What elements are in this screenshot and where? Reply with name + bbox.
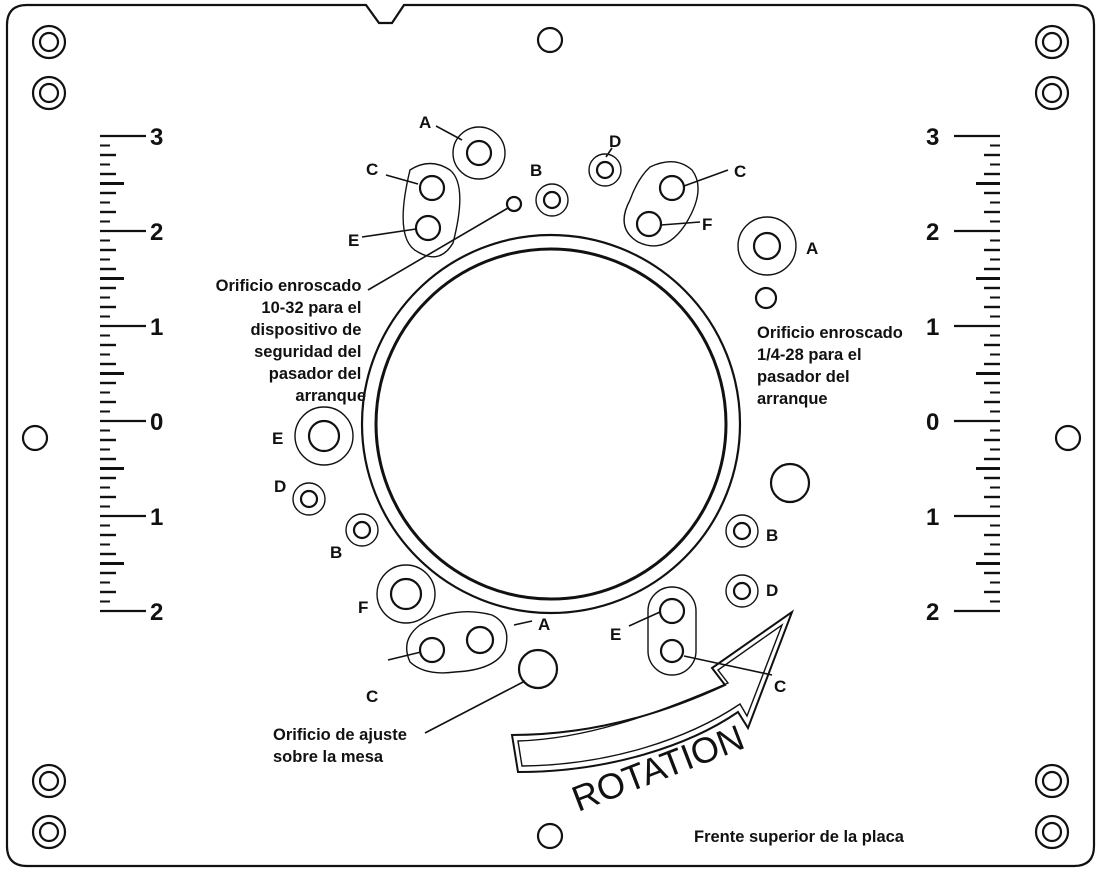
label-B-top: B	[530, 161, 542, 180]
label-E-bottom-right: E	[610, 625, 621, 644]
scale-label-left-1-lower: 1	[150, 504, 163, 531]
tapped-hole-10-32	[505, 195, 523, 213]
plate-outline	[5, 3, 1096, 868]
rotation-label: ROTATION	[566, 716, 749, 819]
edge-hole-right	[1054, 424, 1082, 452]
leader-lines	[361, 125, 773, 734]
scale-label-left-2-lower: 2	[150, 599, 163, 626]
scale-label-left-1: 1	[150, 314, 163, 341]
corner-hole	[31, 814, 67, 850]
slot-C-E-top-left	[402, 162, 461, 258]
scale-label-right-3: 3	[926, 124, 939, 151]
corner-hole	[31, 763, 67, 799]
label-B-left: B	[330, 543, 342, 562]
slot-C-A-bottom	[406, 610, 508, 674]
note-front-top: Frente superior de la placa	[694, 828, 905, 846]
slot-C-F-top-right	[623, 161, 699, 247]
slot-E-C-bottom-right	[647, 586, 697, 676]
label-E-top-left: E	[348, 231, 359, 250]
label-D-top: D	[609, 132, 621, 151]
corner-hole	[31, 75, 67, 111]
plain-hole-right	[769, 462, 811, 504]
note-tapped-1-4-28: Orificio enroscado 1/4-28 para el pasado…	[757, 324, 907, 408]
label-A-right: A	[806, 239, 818, 258]
label-C-top-left: C	[366, 160, 378, 179]
label-C-bottom-left: C	[366, 687, 378, 706]
rotation-arrow	[510, 609, 795, 774]
scale-label-right-1: 1	[926, 314, 939, 341]
hole-D-left	[292, 482, 326, 516]
label-F-bottom-left: F	[358, 598, 368, 617]
scale-label-right-2-lower: 2	[926, 599, 939, 626]
hole-F-bottom-left	[376, 564, 436, 624]
hole-D-right	[725, 574, 759, 608]
corner-holes	[31, 24, 1070, 850]
label-C-top-right: C	[734, 162, 746, 181]
corner-hole	[31, 24, 67, 60]
note-table-adjust: Orificio de ajuste sobre la mesa	[273, 726, 411, 766]
label-D-left: D	[274, 477, 286, 496]
label-C-bottom-right: C	[774, 677, 786, 696]
table-adjust-hole	[517, 648, 559, 690]
scale-label-left-0: 0	[150, 409, 163, 436]
edge-hole-top	[536, 26, 564, 54]
scale-label-right-0: 0	[926, 409, 939, 436]
label-B-right: B	[766, 526, 778, 545]
label-A-bottom: A	[538, 615, 550, 634]
hole-B-right	[725, 514, 759, 548]
label-F-top-right: F	[702, 215, 712, 234]
ruler-right	[954, 134, 1000, 613]
hole-E-left	[294, 406, 354, 466]
scale-label-right-1-lower: 1	[926, 504, 939, 531]
hole-A-right	[737, 216, 797, 276]
scale-label-left-3: 3	[150, 124, 163, 151]
label-E-left: E	[272, 429, 283, 448]
scale-label-left-2: 2	[150, 219, 163, 246]
corner-hole	[1034, 763, 1070, 799]
corner-hole	[1034, 24, 1070, 60]
center-opening	[374, 247, 728, 601]
edge-hole-left	[21, 424, 49, 452]
corner-hole	[1034, 75, 1070, 111]
tapped-hole-1-4-28	[754, 286, 778, 310]
label-D-right: D	[766, 581, 778, 600]
rotation-arrow-inner	[517, 623, 784, 767]
hole-A-top	[452, 126, 506, 180]
label-A-top: A	[419, 113, 431, 132]
hole-B-left	[345, 513, 379, 547]
hole-D-top	[588, 153, 622, 187]
edge-hole-bottom	[536, 822, 564, 850]
ruler-left	[100, 134, 146, 613]
corner-hole	[1034, 814, 1070, 850]
note-tapped-10-32: Orificio enroscado 10-32 para el disposi…	[216, 277, 366, 405]
scale-label-right-2: 2	[926, 219, 939, 246]
hole-B-top	[535, 183, 569, 217]
